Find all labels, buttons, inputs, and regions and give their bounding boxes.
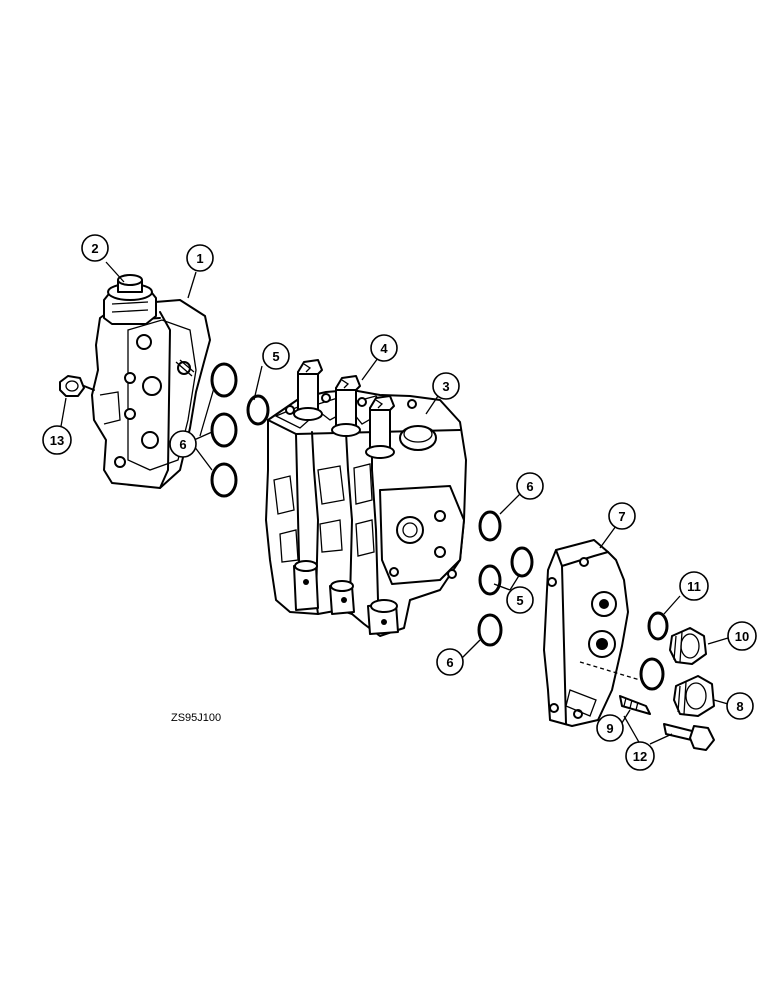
svg-text:9: 9 [606,721,613,736]
svg-text:13: 13 [50,433,64,448]
stud-and-bolt [619,695,715,751]
nut [59,375,95,397]
svg-text:1: 1 [196,251,203,266]
relief-valve-cap [103,274,157,325]
svg-text:6: 6 [446,655,453,670]
callout-7: 7 [608,502,636,530]
callout-6-left: 6 [169,430,197,458]
svg-text:6: 6 [526,479,533,494]
svg-text:7: 7 [618,509,625,524]
drawing-code: ZS95J100 [171,712,221,724]
callout-8: 8 [726,692,754,720]
svg-text:3: 3 [442,379,449,394]
leader-lines [59,261,729,745]
callout-1: 1 [186,244,214,272]
callout-5-left: 5 [262,342,290,370]
svg-text:6: 6 [179,437,186,452]
inlet-end-cover [91,274,211,489]
spool-stems [293,359,395,459]
callout-3: 3 [432,372,460,400]
o-rings-right [477,510,534,647]
outlet-end-cover [543,539,641,727]
callout-6-right-bottom: 6 [436,648,464,676]
callout-12: 12 [625,741,655,771]
callout-11: 11 [679,571,709,601]
svg-text:4: 4 [380,341,388,356]
callout-5-right: 5 [506,586,534,614]
callout-10: 10 [727,621,757,651]
svg-text:12: 12 [633,749,647,764]
svg-text:8: 8 [736,699,743,714]
callout-2: 2 [81,234,109,262]
svg-text:5: 5 [272,349,279,364]
o-rings-outlet [639,611,669,691]
spool-ends [293,560,399,635]
svg-text:10: 10 [735,629,749,644]
o-rings-left [210,362,270,498]
valve-stack [265,359,467,637]
callout-13: 13 [42,425,72,455]
callouts: 1 2 13 6 5 4 3 6 5 6 7 11 10 8 9 12 [42,234,757,771]
svg-text:11: 11 [687,579,701,594]
callout-4: 4 [370,334,398,362]
callout-9: 9 [596,714,624,742]
svg-text:2: 2 [91,241,98,256]
port-plugs [669,627,715,717]
svg-text:5: 5 [516,593,523,608]
callout-6-right-top: 6 [516,472,544,500]
